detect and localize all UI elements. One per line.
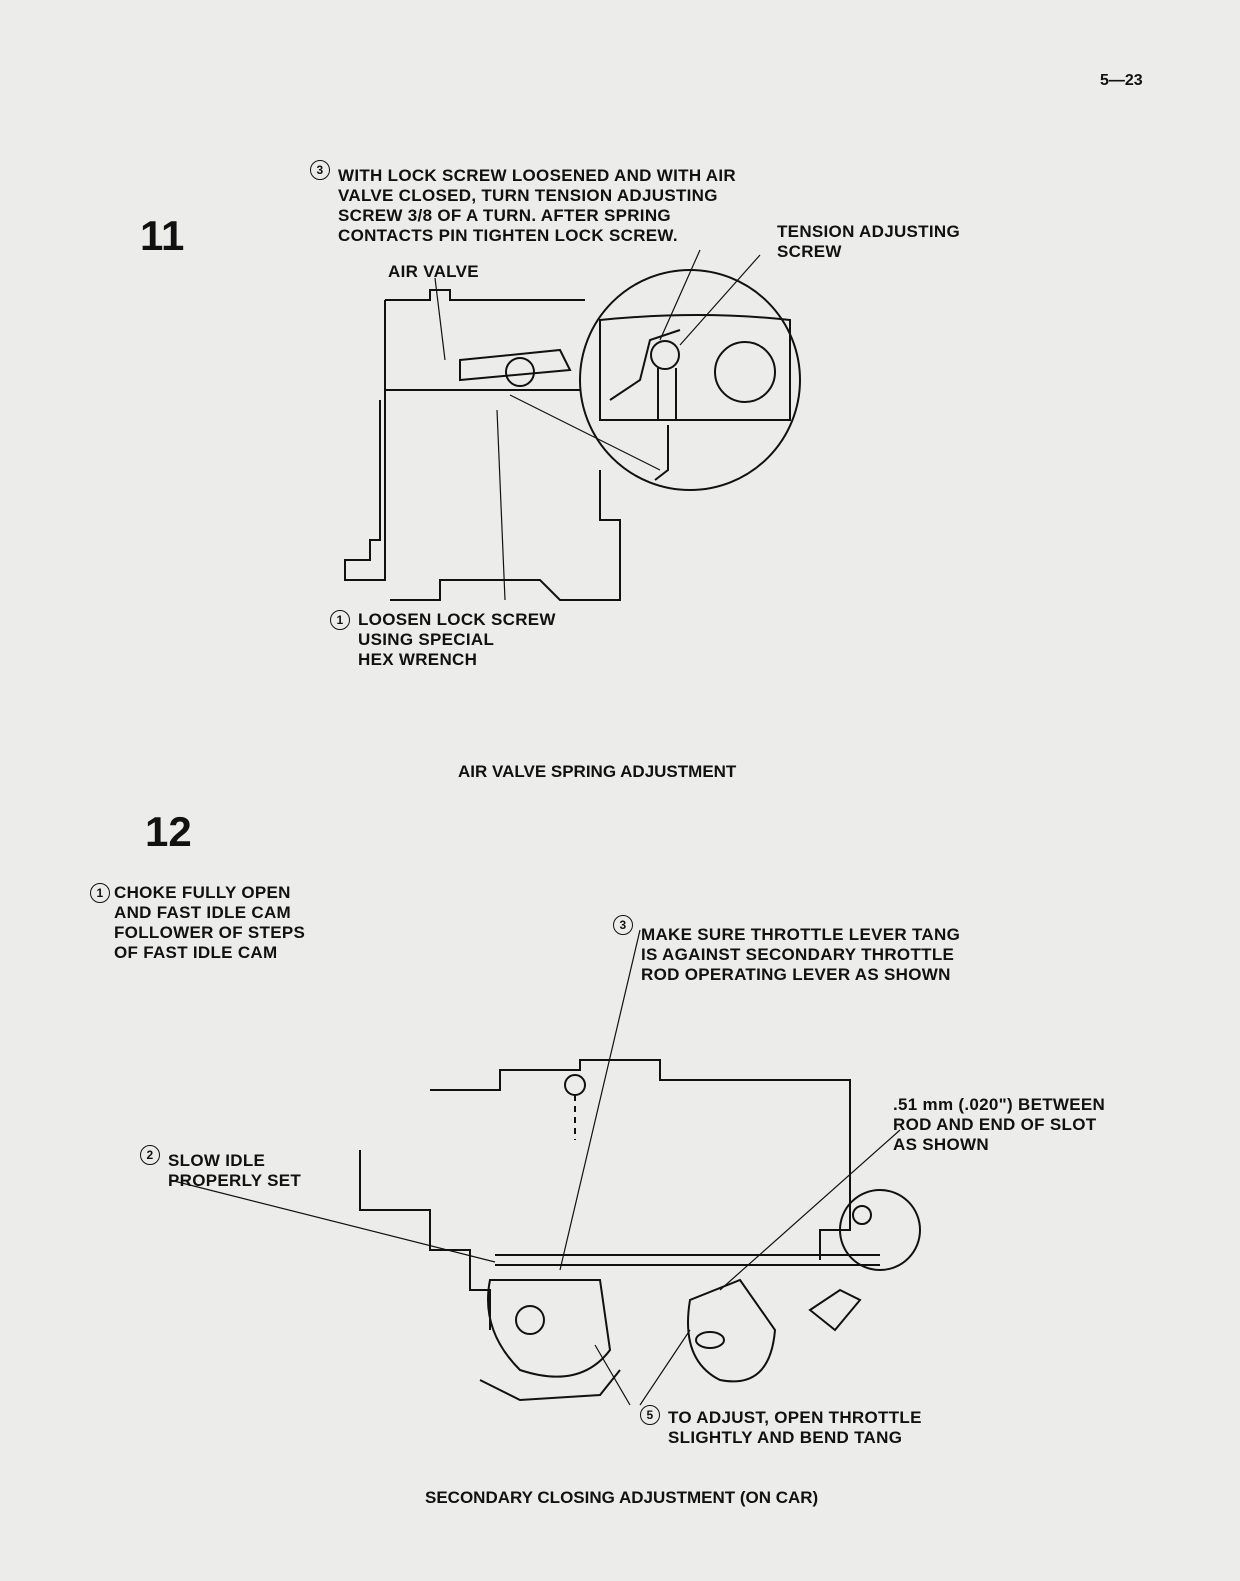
fig12-step5: 5 TO ADJUST, OPEN THROTTLE SLIGHTLY AND B…	[640, 1405, 922, 1447]
fig12-step3-text: MAKE SURE THROTTLE LEVER TANG IS AGAINST…	[641, 925, 961, 984]
air-valve-label: AIR VALVE	[388, 262, 479, 281]
step-number-icon: 1	[330, 610, 350, 630]
step-number-icon: 5	[640, 1405, 660, 1425]
fig12-step2: 2 SLOW IDLE PROPERLY SET	[140, 1145, 301, 1190]
fig12-step1-text: CHOKE FULLY OPEN AND FAST IDLE CAM FOLLO…	[114, 883, 306, 962]
fig11-step3-text: WITH LOCK SCREW LOOSENED AND WITH AIR VA…	[338, 166, 736, 245]
fig11-step1-text: LOOSEN LOCK SCREW USING SPECIAL HEX WREN…	[358, 610, 556, 669]
step-number-icon: 3	[613, 915, 633, 935]
step-number-icon: 2	[140, 1145, 160, 1165]
step-number-icon: 1	[90, 883, 110, 903]
fig12-step5-text: TO ADJUST, OPEN THROTTLE SLIGHTLY AND BE…	[668, 1408, 922, 1447]
fig12-caption: SECONDARY CLOSING ADJUSTMENT (ON CAR)	[425, 1488, 819, 1507]
secondary-throttle-diagram	[169, 929, 921, 1406]
fig11-step1: 1 LOOSEN LOCK SCREW USING SPECIAL HEX WRE…	[330, 610, 556, 670]
gap-label: .51 mm (.020") BETWEEN ROD AND END OF SL…	[893, 1095, 1106, 1154]
page-number: 5—23	[1100, 72, 1143, 89]
figure-12-number: 12	[145, 808, 192, 855]
step-number-icon: 3	[310, 160, 330, 180]
fig12-step2-text: SLOW IDLE PROPERLY SET	[168, 1151, 302, 1190]
fig11-step3: 3 WITH LOCK SCREW LOOSENED AND WITH AIR V…	[310, 160, 736, 245]
air-valve-diagram	[344, 249, 801, 601]
tension-screw-label: TENSION ADJUSTING SCREW	[777, 222, 960, 261]
fig11-caption: AIR VALVE SPRING ADJUSTMENT	[458, 762, 737, 781]
figure-11-number: 11	[140, 212, 185, 259]
